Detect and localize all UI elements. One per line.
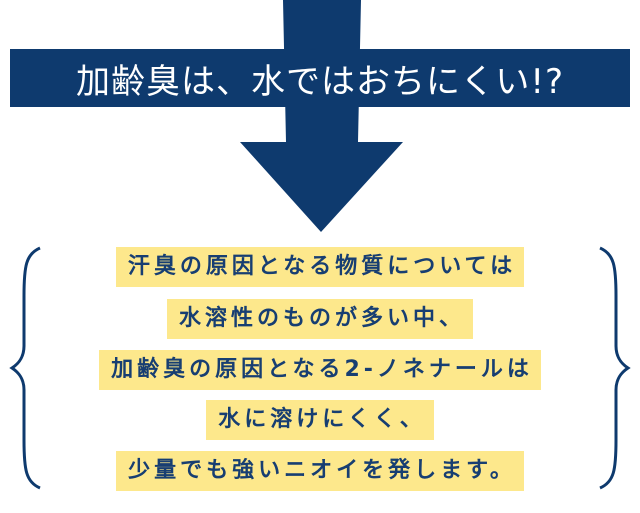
headline: 加齢臭は、水ではおちにくい!? <box>76 61 564 102</box>
body-line: 少量でも強いニオイを発します。 <box>0 451 640 491</box>
body-line: 水に溶けにくく、 <box>0 400 640 440</box>
left-brace-icon <box>9 246 41 490</box>
right-brace-icon <box>599 246 631 490</box>
down-arrow-icon <box>240 0 403 232</box>
body-line: 水溶性のものが多い中、 <box>0 299 640 339</box>
body-line: 汗臭の原因となる物質については <box>0 247 640 287</box>
body-line: 加齢臭の原因となる2-ノネナールは <box>0 350 640 390</box>
headline-banner: 加齢臭は、水ではおちにくい!? <box>10 49 630 107</box>
